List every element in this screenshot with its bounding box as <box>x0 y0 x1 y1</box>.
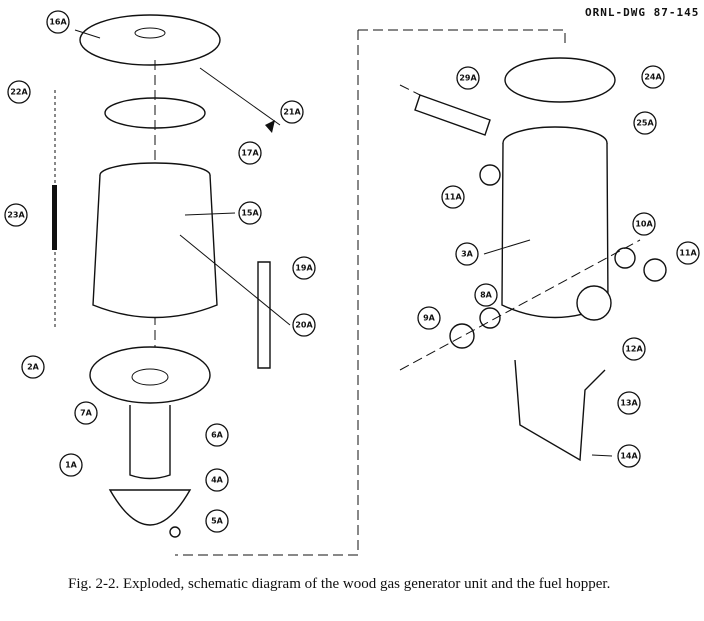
label-13a: 13A <box>617 391 641 415</box>
label-text: 11A <box>679 249 697 258</box>
label-23a: 23A <box>4 203 28 227</box>
label-24a: 24A <box>641 65 665 89</box>
label-text: 17A <box>241 149 259 158</box>
label-19a: 19A <box>292 256 316 280</box>
hopper-15a <box>92 162 218 319</box>
label-7a: 7A <box>74 401 98 425</box>
label-text: 25A <box>636 119 654 128</box>
label-29a: 29A <box>456 66 480 90</box>
label-11a: 11A <box>441 185 465 209</box>
label-21a: 21A <box>280 100 304 124</box>
stand-13a <box>514 359 606 462</box>
figure-caption: Fig. 2-2. Exploded, schematic diagram of… <box>68 576 611 592</box>
coupling-9a <box>449 323 475 349</box>
label-text: 10A <box>635 220 653 229</box>
connection-line <box>175 29 566 556</box>
label-6a: 6A <box>205 423 229 447</box>
label-2a: 2A <box>21 355 45 379</box>
label-text: 12A <box>625 345 643 354</box>
lid-16a <box>79 14 221 66</box>
label-25a: 25A <box>633 111 657 135</box>
label-text: 5A <box>211 517 224 526</box>
label-10a: 10A <box>632 212 656 236</box>
label-20a: 20A <box>292 313 316 337</box>
label-5a: 5A <box>205 509 229 533</box>
label-text: 6A <box>211 431 224 440</box>
label-text: 1A <box>65 461 78 470</box>
label-22a: 22A <box>7 80 31 104</box>
coupling-11a-2 <box>643 258 667 282</box>
cover-12a <box>576 285 612 321</box>
coupling-10a <box>614 247 636 269</box>
rod-23a <box>52 185 57 250</box>
label-text: 23A <box>7 211 25 220</box>
coupling-8a <box>479 307 501 329</box>
label-text: 13A <box>620 399 638 408</box>
label-text: 29A <box>459 74 477 83</box>
label-text: 20A <box>295 321 313 330</box>
label-text: 9A <box>423 314 436 323</box>
drawing-number: ORNL-DWG 87-145 <box>585 6 700 19</box>
label-text: 4A <box>211 476 224 485</box>
label-text: 16A <box>49 18 67 27</box>
label-text: 11A <box>444 193 462 202</box>
bracket-19a <box>257 261 271 369</box>
label-text: 8A <box>480 291 493 300</box>
exploded-diagram: 16A 22A 21A 17A 23A 15A 19A 20A 2A 7A 6A… <box>4 10 700 556</box>
label-text: 24A <box>644 73 662 82</box>
shell-3a <box>501 126 609 319</box>
label-16a: 16A <box>46 10 70 34</box>
label-3a: 3A <box>455 242 479 266</box>
coupling-11a <box>479 164 501 186</box>
label-11a-2: 11A <box>676 241 700 265</box>
label-text: 2A <box>27 363 40 372</box>
label-12a: 12A <box>622 337 646 361</box>
band-24a <box>504 57 616 103</box>
label-15a: 15A <box>238 201 262 225</box>
tube-1a <box>129 405 171 480</box>
label-text: 3A <box>461 250 474 259</box>
label-text: 21A <box>283 108 301 117</box>
label-1a: 1A <box>59 453 83 477</box>
grate-4a <box>108 489 192 526</box>
clip-21a <box>265 120 275 133</box>
label-8a: 8A <box>474 283 498 307</box>
label-text: 15A <box>241 209 259 218</box>
label-4a: 4A <box>205 468 229 492</box>
label-text: 22A <box>10 88 28 97</box>
label-text: 19A <box>295 264 313 273</box>
ring-5a <box>169 526 181 538</box>
label-text: 14A <box>620 452 638 461</box>
label-9a: 9A <box>417 306 441 330</box>
plate-2a <box>89 346 211 404</box>
label-17a: 17A <box>238 141 262 165</box>
label-text: 7A <box>80 409 93 418</box>
label-14a: 14A <box>617 444 641 468</box>
pipe-29a <box>414 94 491 136</box>
